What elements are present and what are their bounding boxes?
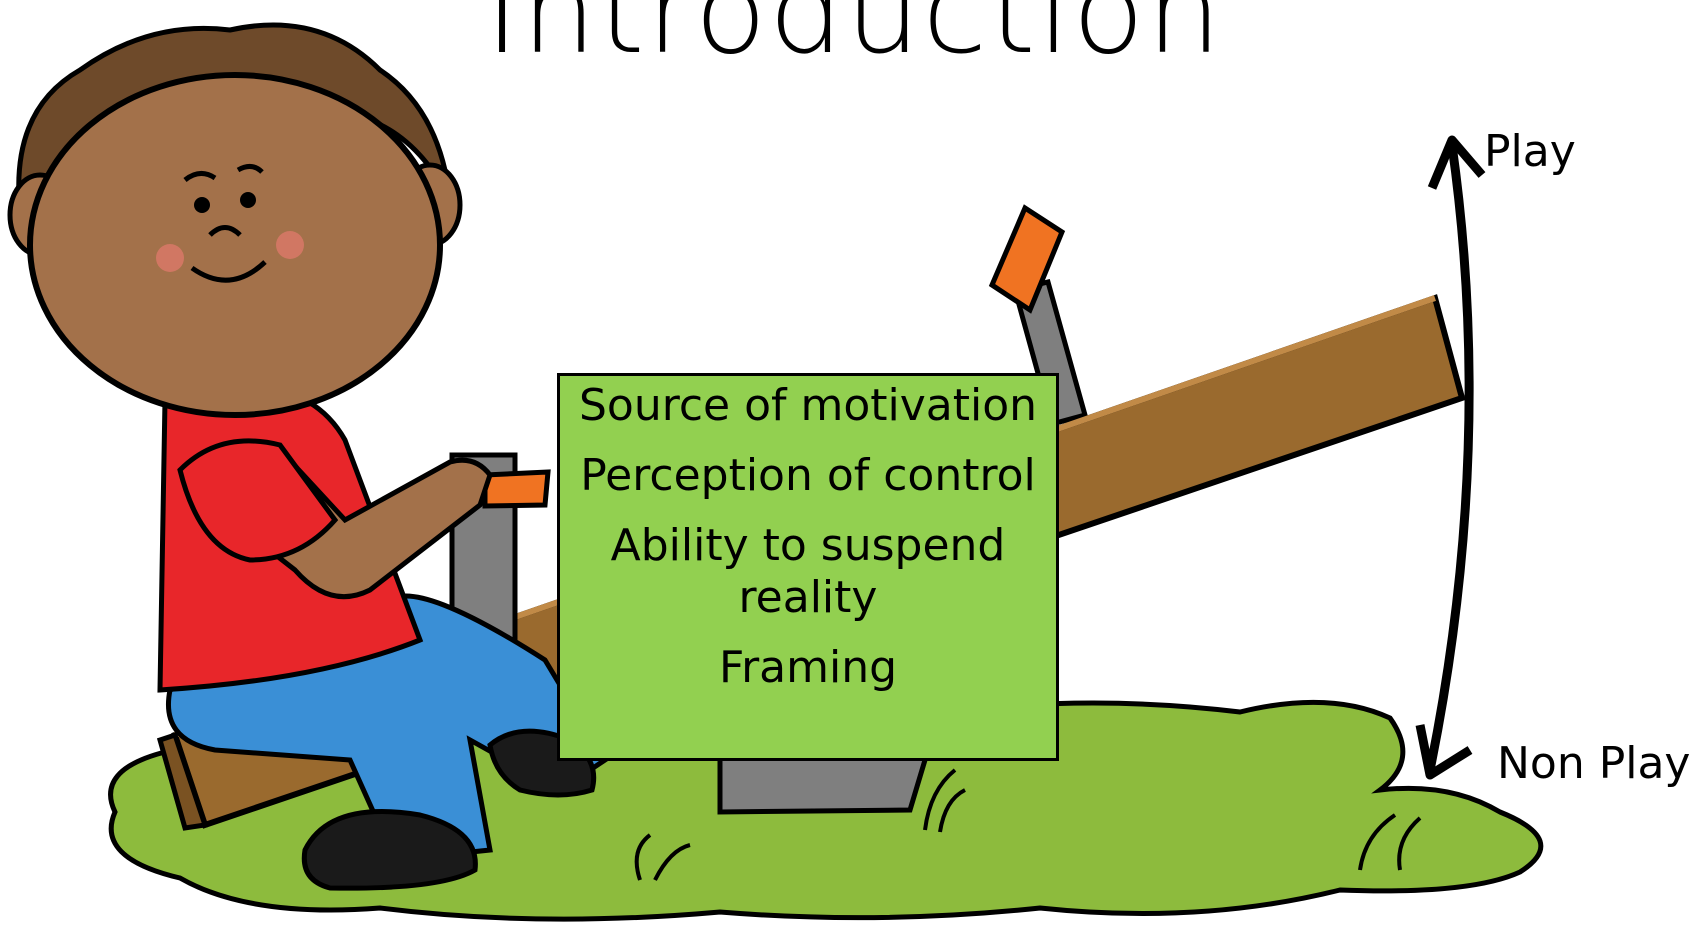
arrow-head-down xyxy=(1415,724,1473,780)
concept-item: Framing xyxy=(718,642,898,693)
non-play-label: Non Play xyxy=(1497,738,1691,789)
boy-face xyxy=(27,72,443,418)
grass-tuft xyxy=(634,833,691,881)
boy-nose xyxy=(208,225,242,237)
boy-eye-left xyxy=(194,197,210,213)
boy-eyebrows xyxy=(183,164,264,183)
boy-eye-right xyxy=(240,192,256,208)
concept-item: Perception of control xyxy=(580,450,1036,501)
slide-title: Introduction xyxy=(484,0,1224,80)
boy-mouth xyxy=(190,260,267,283)
boy-shoe-left xyxy=(301,809,478,891)
boy-sleeve xyxy=(177,438,339,563)
plank-end xyxy=(156,731,209,831)
play-label: Play xyxy=(1484,126,1576,177)
concept-item: Ability to suspend reality xyxy=(610,520,1006,623)
grass-tuft xyxy=(1358,813,1422,871)
play-scale-arrow xyxy=(1425,144,1474,771)
boy-cheek-right xyxy=(276,231,304,259)
concepts-box: Source of motivation Perception of contr… xyxy=(557,373,1059,761)
near-handle-grip xyxy=(482,469,551,509)
boy-cheek-left xyxy=(156,244,184,272)
arrow-head-up xyxy=(1427,135,1486,190)
far-handle-grip xyxy=(988,204,1066,314)
grass-tuft xyxy=(923,768,966,833)
concept-item: Source of motivation xyxy=(578,380,1038,431)
